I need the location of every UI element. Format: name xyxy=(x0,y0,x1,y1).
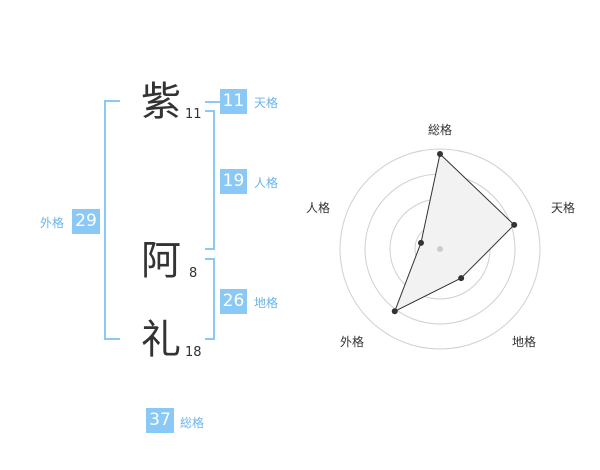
radar-label-jinkaku: 人格 xyxy=(306,200,330,215)
char-1: 紫 xyxy=(141,79,181,125)
radar-point-3 xyxy=(391,308,398,315)
radar-label-tenkaku: 天格 xyxy=(551,200,575,215)
radar-polygon xyxy=(393,153,515,313)
tenkaku-connector xyxy=(205,101,220,103)
gaikaku-bracket-top xyxy=(104,100,120,102)
radar-ring xyxy=(339,148,541,350)
radar-point-0 xyxy=(437,151,443,157)
char-1-strokes: 11 xyxy=(185,107,202,122)
gaikaku-bracket-bottom xyxy=(104,338,120,340)
radar-point-4 xyxy=(417,239,424,246)
jinkaku-bracket-bottom xyxy=(205,248,215,250)
gaikaku-label: 外格 xyxy=(40,216,65,230)
gaikaku-value: 29 xyxy=(72,209,100,234)
chikaku-bracket-vertical xyxy=(213,258,215,340)
chikaku-bracket-bottom xyxy=(205,338,215,340)
char-3-strokes: 18 xyxy=(185,345,202,360)
jinkaku-value: 19 xyxy=(220,169,247,194)
soukaku-label: 総格 xyxy=(180,416,205,430)
tenkaku-value: 11 xyxy=(220,89,247,114)
chikaku-value: 26 xyxy=(220,289,247,314)
radar-center-dot xyxy=(437,246,443,252)
radar-point-1 xyxy=(511,221,518,228)
char-2-strokes: 8 xyxy=(189,266,198,281)
chikaku-label: 地格 xyxy=(254,296,279,310)
radar-label-chikaku: 地格 xyxy=(512,334,536,349)
jinkaku-label: 人格 xyxy=(254,176,279,190)
tenkaku-label: 天格 xyxy=(254,96,279,110)
jinkaku-bracket-vertical xyxy=(213,110,215,250)
char-2: 阿 xyxy=(141,238,181,284)
radar-label-soukaku: 総格 xyxy=(428,122,452,137)
chikaku-bracket-top xyxy=(205,258,215,260)
char-3: 礼 xyxy=(141,317,181,363)
radar-label-gaikaku: 外格 xyxy=(340,334,364,349)
jinkaku-bracket-top xyxy=(205,110,215,112)
radar-point-2 xyxy=(458,275,465,282)
gaikaku-bracket-vertical xyxy=(104,100,106,340)
soukaku-value: 37 xyxy=(146,408,174,433)
